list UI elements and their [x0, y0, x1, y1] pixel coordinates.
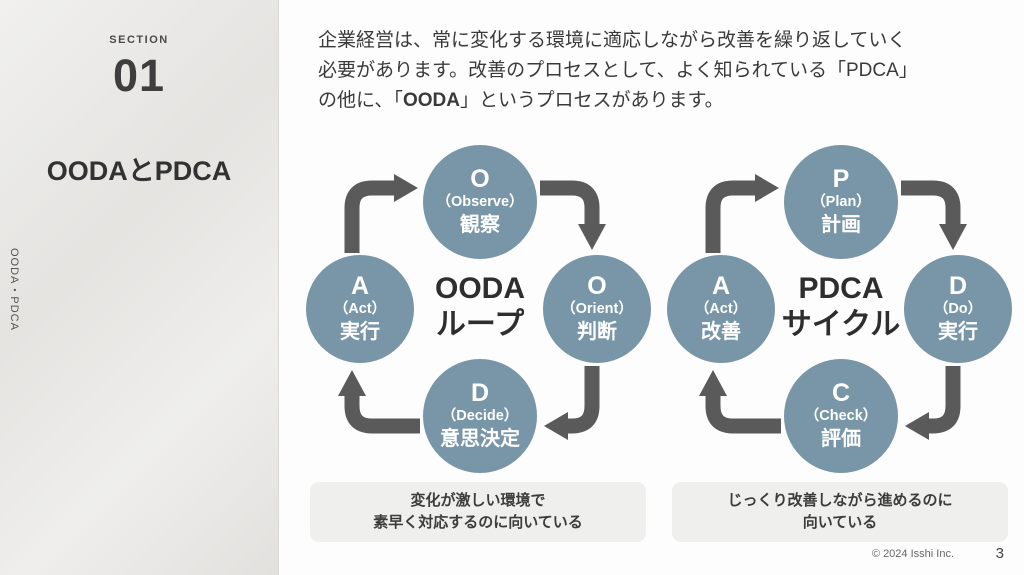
ooda-act-node: A （Act） 実行: [306, 255, 414, 363]
node-letter: D: [470, 379, 490, 407]
page-number: 3: [995, 545, 1004, 562]
ooda-bold-text: OODA: [402, 90, 460, 111]
node-english-label: （Do）: [933, 301, 983, 317]
vertical-side-label: OODA・PDCA: [8, 248, 20, 331]
node-letter: O: [470, 165, 490, 193]
pdca-do-node: D （Do） 実行: [904, 255, 1012, 363]
pdca-check-node: C （Check） 評価: [784, 359, 898, 473]
node-english-label: （Plan）: [811, 194, 871, 210]
sidebar: SECTION 01 OODAとPDCA OODA・PDCA: [0, 0, 279, 575]
pdca-plan-node: P （Plan） 計画: [784, 145, 898, 259]
arrow-right-to-bottom: [544, 366, 600, 440]
node-english-label: （Orient）: [561, 301, 633, 317]
arrow-left-to-top: [705, 174, 779, 253]
arrow-right-to-bottom: [905, 366, 961, 440]
node-japanese-label: 意思決定: [440, 428, 520, 450]
arrow-bottom-to-left: [338, 370, 420, 434]
ooda-orient-node: O （Orient） 判断: [543, 255, 651, 363]
ooda-loop-diagram: O （Observe） 観察 O （Orient） 判断 D （Decide） …: [300, 140, 660, 480]
node-letter: A: [711, 272, 731, 300]
pdca-center-label: PDCA サイクル: [781, 272, 901, 341]
intro-line-1: 企業経営は、常に変化する環境に適応しながら改善を繰り返していく: [318, 30, 907, 51]
node-english-label: （Check）: [804, 408, 878, 424]
node-letter: O: [587, 272, 607, 300]
node-japanese-label: 実行: [938, 321, 978, 343]
node-english-label: （Act）: [333, 301, 387, 317]
node-japanese-label: 評価: [821, 428, 861, 450]
node-english-label: （Act）: [694, 301, 748, 317]
node-japanese-label: 観察: [460, 214, 500, 236]
arrow-top-to-right: [540, 180, 606, 250]
node-letter: D: [948, 272, 968, 300]
node-japanese-label: 計画: [821, 214, 861, 236]
ooda-observe-node: O （Observe） 観察: [423, 145, 537, 259]
arrow-bottom-to-left: [699, 370, 781, 434]
section-number: 01: [112, 50, 166, 101]
pdca-caption-box: じっくり改善しながら進めるのに 向いている: [672, 482, 1008, 542]
pdca-act-node: A （Act） 改善: [667, 255, 775, 363]
node-japanese-label: 改善: [701, 321, 741, 343]
section-label: SECTION: [109, 34, 169, 46]
node-english-label: （Decide）: [441, 408, 519, 424]
copyright-notice: © 2024 Isshi Inc.: [871, 548, 954, 560]
arrow-left-to-top: [344, 174, 418, 253]
ooda-decide-node: D （Decide） 意思決定: [423, 359, 537, 473]
arrow-top-to-right: [901, 180, 967, 250]
node-japanese-label: 判断: [577, 321, 617, 343]
node-letter: A: [350, 272, 370, 300]
intro-line-2: 必要があります。改善のプロセスとして、よく知られている「PDCA」: [318, 60, 918, 81]
node-english-label: （Observe）: [436, 194, 524, 210]
intro-line-3: の他に、「OODA」というプロセスがあります。: [318, 90, 724, 111]
node-japanese-label: 実行: [340, 321, 380, 343]
node-letter: C: [831, 379, 851, 407]
node-letter: P: [832, 165, 850, 193]
ooda-center-label: OODA ループ: [435, 272, 525, 341]
pdca-cycle-arrows: [699, 174, 967, 440]
ooda-cycle-arrows: [338, 174, 606, 440]
pdca-cycle-diagram: P （Plan） 計画 D （Do） 実行 C （Check） 評価 A （Ac…: [661, 140, 1021, 480]
ooda-caption-box: 変化が激しい環境で 素早く対応するのに向いている: [310, 482, 646, 542]
page-title: OODAとPDCA: [46, 156, 232, 186]
intro-paragraph: 企業経営は、常に変化する環境に適応しながら改善を繰り返していく 必要があります。…: [318, 26, 978, 116]
